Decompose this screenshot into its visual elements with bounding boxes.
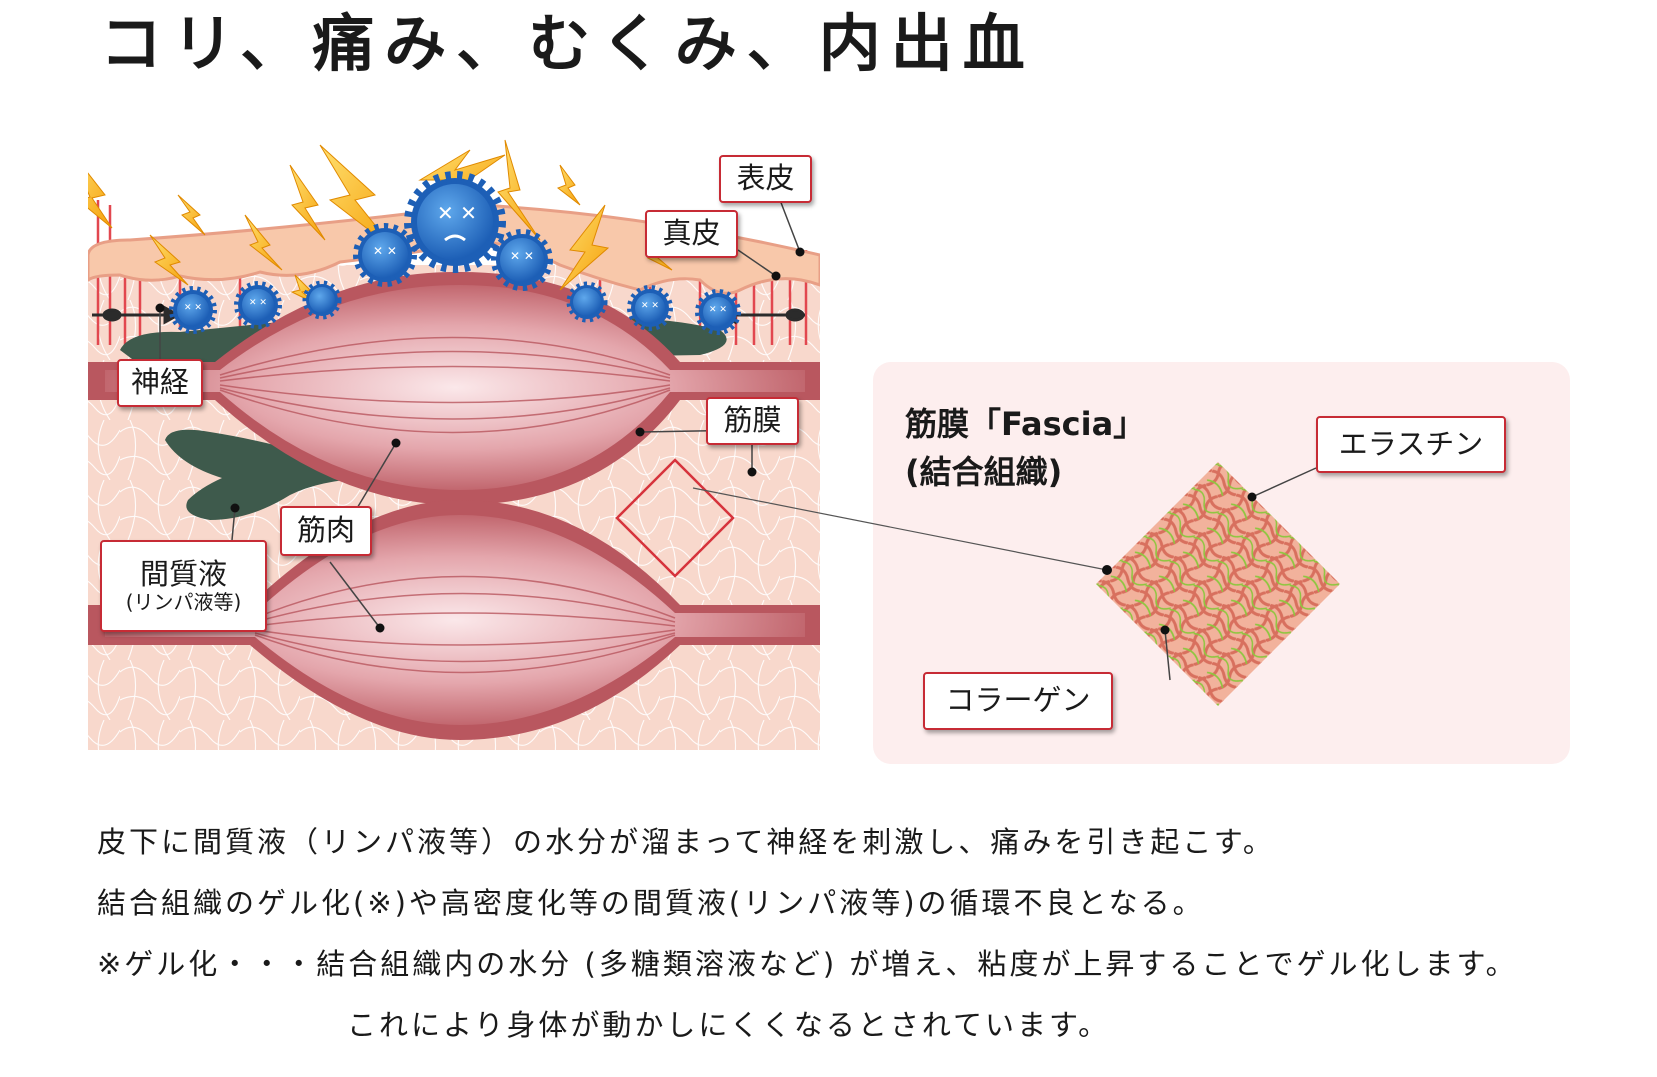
label-dermis-text: 真皮 xyxy=(662,216,721,251)
svg-text:✕ ✕: ✕ ✕ xyxy=(249,298,267,308)
muscle-upper xyxy=(105,285,805,490)
page-title: コリ、痛み、むくみ、内出血 xyxy=(100,7,1035,80)
label-elastin: エラスチン xyxy=(1316,416,1506,473)
fascia-zoom-marker xyxy=(615,458,735,578)
fascia-tissue-diamond xyxy=(1096,462,1340,706)
label-interstitial-fluid-sub: (リンパ液等) xyxy=(125,590,242,615)
svg-text:✕ ✕: ✕ ✕ xyxy=(709,305,727,315)
label-elastin-text: エラスチン xyxy=(1338,426,1484,461)
label-fascia: 筋膜 xyxy=(706,397,799,445)
label-interstitial-fluid: 間質液 (リンパ液等) xyxy=(100,540,267,632)
label-muscle-text: 筋肉 xyxy=(296,513,355,548)
label-nerve: 神経 xyxy=(117,359,203,407)
fascia-title-line1: 筋膜「Fascia」 xyxy=(905,405,1146,443)
svg-text:✕ ✕: ✕ ✕ xyxy=(510,249,534,263)
label-nerve-text: 神経 xyxy=(130,365,189,400)
svg-text:✕ ✕: ✕ ✕ xyxy=(437,201,477,225)
pain-virus-icons: ✕ ✕ ✕ ✕ ✕ ✕ ✕ ✕ ✕ ✕ xyxy=(169,171,741,335)
fascia-title-line2: (結合組織) xyxy=(905,453,1063,491)
description-line-1: 皮下に間質液（リンパ液等）の水分が溜まって神経を刺激し、痛みを引き起こす。 xyxy=(97,825,1275,859)
label-muscle: 筋肉 xyxy=(280,506,372,556)
svg-text:✕ ✕: ✕ ✕ xyxy=(373,244,397,258)
svg-text:✕ ✕: ✕ ✕ xyxy=(184,303,202,313)
svg-text:✕ ✕: ✕ ✕ xyxy=(641,301,659,311)
description-line-4: これにより身体が動かしにくくなるとされています。 xyxy=(347,1008,1111,1042)
description-line-2: 結合組織のゲル化(※)や高密度化等の間質液(リンパ液等)の循環不良となる。 xyxy=(97,886,1205,920)
description: 皮下に間質液（リンパ液等）の水分が溜まって神経を刺激し、痛みを引き起こす。 結合… xyxy=(97,812,1518,1056)
label-epidermis: 表皮 xyxy=(719,155,812,203)
label-fascia-text: 筋膜 xyxy=(723,403,782,438)
label-dermis: 真皮 xyxy=(645,210,738,258)
label-interstitial-fluid-text: 間質液 xyxy=(139,556,227,591)
description-line-3: ※ゲル化・・・結合組織内の水分 (多糖類溶液など) が増え、粘度が上昇することで… xyxy=(97,947,1518,981)
muscle-lower xyxy=(105,515,805,725)
label-collagen: コラーゲン xyxy=(923,672,1113,730)
label-epidermis-text: 表皮 xyxy=(736,161,795,196)
fascia-title: 筋膜「Fascia」 (結合組織) xyxy=(905,400,1145,496)
label-collagen-text: コラーゲン xyxy=(945,683,1091,718)
